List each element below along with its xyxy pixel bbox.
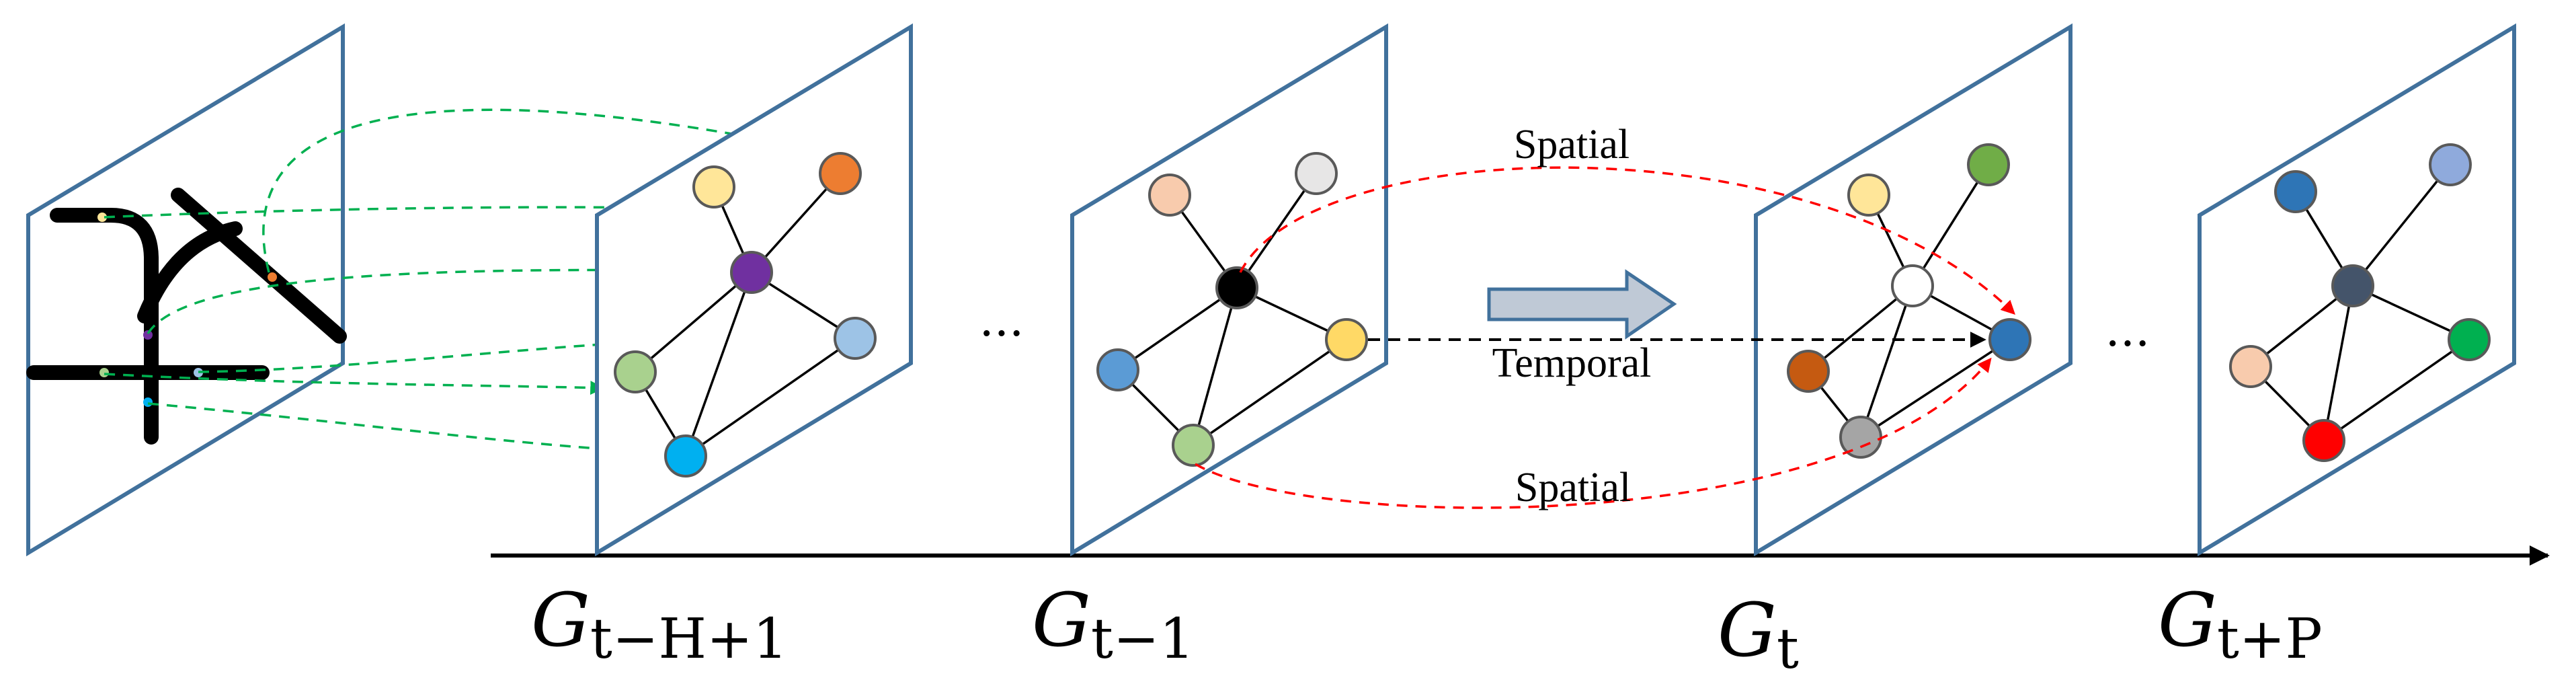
sensor-dot [268,272,277,282]
graph-t [1787,143,2031,459]
graph-node [819,152,862,195]
dependency-links [1195,166,2015,509]
graph-node [1891,264,1934,307]
graph-node [2429,143,2472,186]
graph-node [1148,174,1191,217]
graph-node [2448,318,2491,361]
graph-label-t: Gt [1718,587,1799,681]
spatial-label-top: Spatial [1514,122,1629,167]
graph-label-t-minus-1: Gt−1 [1032,577,1195,671]
spatial-link-top [1239,166,2015,315]
temporal-label: Temporal [1492,340,1652,386]
graph-node [1847,174,1890,217]
sensor-dot [194,368,203,377]
graph-node [614,350,657,393]
road-network-plane [26,23,345,557]
sensor-dot [143,330,153,340]
graph-node [2331,264,2374,307]
graph-node [2274,170,2317,213]
graph-node [664,434,707,478]
graph-node [1967,143,2010,186]
road-network-map [26,188,347,445]
sensor-dot [99,368,109,377]
graph-node [730,251,773,294]
graph-node [1787,350,1830,393]
target-node [1988,318,2031,361]
spatial-label-bottom: Spatial [1515,465,1631,510]
process-arrow [1487,269,1677,340]
ellipsis-left: ··· [979,306,1024,361]
graph-node [1295,152,1338,195]
sensor-dot [97,213,107,222]
graph-label-t-plus-p: Gt+P [2158,577,2323,671]
sensor-dot [143,397,153,407]
graph-node [692,165,735,208]
graph-node [1096,348,1139,391]
graph-t-minus-1 [1096,152,1368,467]
graph-node [1215,266,1258,309]
graph-node [1325,318,1368,361]
ellipsis-right: ··· [2105,316,2150,371]
graph-node [1172,424,1215,467]
graph-node [2302,419,2345,462]
graph-t-minus-h-plus-1 [614,152,877,478]
graph-node [2229,345,2272,388]
graph-label-t-minus-h-plus-1: Gt−H+1 [531,577,788,671]
graph-t-plus-p [2229,143,2491,462]
graph-node [834,317,877,360]
spatial-link-bottom [1195,357,1992,509]
